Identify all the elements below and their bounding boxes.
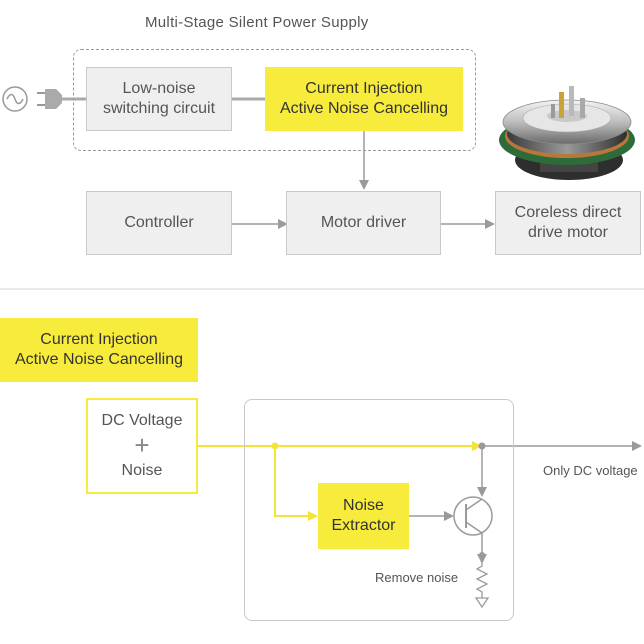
controller-box: Controller (86, 191, 232, 255)
current-injection-box: Current Injection Active Noise Cancellin… (265, 67, 463, 131)
motor-driver-box: Motor driver (286, 191, 441, 255)
power-plug-icon (37, 89, 86, 109)
dc-voltage-noise-box: DC Voltage + Noise (86, 398, 198, 494)
low-noise-switching-box: Low-noise switching circuit (86, 67, 232, 131)
power-supply-group (73, 49, 476, 151)
noise-extractor-box: Noise Extractor (318, 483, 409, 549)
ac-source-icon (2, 86, 28, 112)
branch-to-extractor (274, 446, 318, 521)
plus-sign: + (134, 430, 150, 460)
supply-title: Multi-Stage Silent Power Supply (145, 14, 369, 31)
transistor-icon (453, 496, 493, 536)
current-injection-label-box: Current Injection Active Noise Cancellin… (0, 318, 198, 382)
resistor-ground-icon (474, 562, 490, 609)
dc-voltage-label: DC Voltage (101, 412, 183, 430)
coreless-motor-box: Coreless direct drive motor (495, 191, 641, 255)
remove-noise-label: Remove noise (375, 570, 459, 585)
only-dc-voltage-label: Only DC voltage (543, 463, 638, 478)
noise-label: Noise (121, 462, 163, 479)
circuit-panel (244, 399, 514, 621)
